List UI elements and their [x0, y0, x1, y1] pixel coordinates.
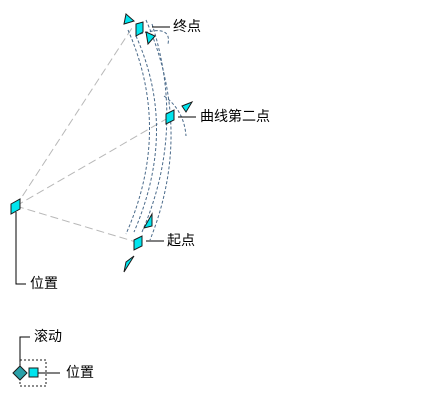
outer-band-left — [125, 29, 150, 235]
arrow-grip-icon[interactable] — [123, 13, 136, 25]
arrow-grip-icon[interactable] — [181, 100, 194, 113]
grips — [10, 13, 194, 273]
construction-line-to-end — [15, 27, 133, 207]
start-point-grip-icon[interactable] — [133, 235, 143, 251]
construction-lines — [15, 27, 169, 243]
label-legend-position: 位置 — [66, 365, 94, 381]
inner-band-right — [141, 23, 168, 233]
label-position: 位置 — [30, 276, 58, 292]
square-position-icon[interactable] — [28, 367, 39, 378]
legend — [12, 359, 47, 387]
outer-band-right — [145, 19, 172, 241]
leader-position — [15, 212, 26, 285]
arrow-grip-icon[interactable] — [145, 31, 156, 46]
legend-dashed-frame — [19, 359, 47, 387]
label-end-point: 终点 — [173, 19, 201, 35]
leader-scroll — [19, 336, 30, 366]
arrow-grip-icon[interactable] — [142, 212, 153, 229]
curved-wall-outline — [125, 19, 187, 241]
second-point-grip-icon[interactable] — [165, 109, 175, 125]
inner-band-left — [133, 35, 157, 233]
end-point-grip-icon[interactable] — [135, 21, 144, 37]
label-scroll: 滚动 — [34, 329, 62, 345]
band-end-cap — [139, 30, 169, 45]
construction-line-to-second — [15, 117, 169, 207]
leader-lines — [15, 26, 196, 374]
label-curve-second-point: 曲线第二点 — [200, 109, 270, 125]
construction-line-to-start — [15, 205, 137, 243]
diamond-rotate-icon[interactable] — [12, 365, 28, 381]
position-grip-icon[interactable] — [10, 198, 21, 215]
arrow-grip-icon[interactable] — [123, 255, 135, 273]
label-start-point: 起点 — [167, 233, 195, 249]
